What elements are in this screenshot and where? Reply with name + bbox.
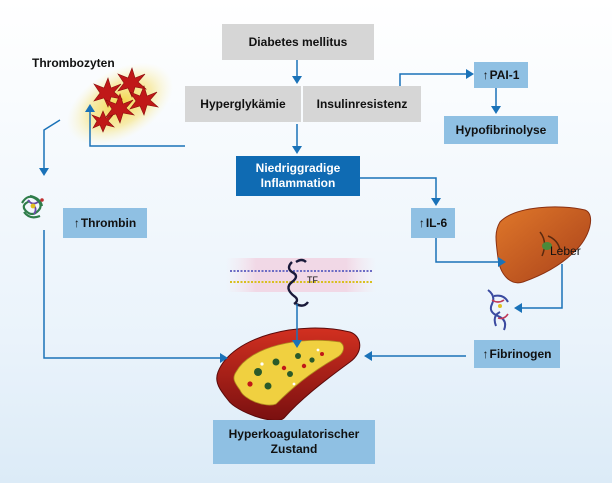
hypofibrinolysis-label: Hypofibrinolyse — [455, 122, 547, 137]
increase-arrow-icon: ↑ — [482, 67, 489, 82]
tissue-factor-illustration — [226, 258, 376, 307]
thrombin-box: ↑Thrombin — [63, 208, 147, 238]
thrombin-protein-illustration — [21, 194, 44, 219]
inflammation-label-line2: Inflammation — [260, 176, 336, 190]
thrombin-label: Thrombin — [80, 215, 137, 230]
hypercoagulable-label-line2: Zustand — [270, 442, 318, 456]
il6-box: ↑IL-6 — [411, 208, 455, 238]
insulin-resistance-box: Insulinresistenz — [303, 86, 421, 122]
inflammation-label-line1: Niedriggradige — [255, 161, 341, 175]
arrow-il6-to-liver — [435, 238, 498, 263]
liver-illustration — [495, 206, 592, 284]
liver-label: Leber — [550, 244, 581, 258]
thrombocytes-label: Thrombozyten — [32, 56, 115, 70]
arrow-liver-to-fibrinogen — [522, 264, 563, 309]
increase-arrow-icon: ↑ — [482, 346, 489, 361]
increase-arrow-icon: ↑ — [418, 215, 425, 230]
pai1-box: ↑PAI-1 — [474, 62, 528, 88]
arrow-hyperglycemia-to-platelets — [89, 112, 185, 147]
arrow-platelets-to-thrombin — [43, 119, 61, 168]
inflammation-box: Niedriggradige Inflammation — [236, 156, 360, 196]
arrow-inflammation-to-il6 — [360, 177, 437, 198]
hypercoagulable-state-box: Hyperkoagulatorischer Zustand — [213, 420, 375, 464]
platelets-illustration — [66, 62, 174, 146]
hyperglycemia-box: Hyperglykämie — [185, 86, 301, 122]
connector-arrows — [43, 60, 563, 359]
fibrinogen-box: ↑Fibrinogen — [474, 340, 560, 368]
fibrinogen-label: Fibrinogen — [489, 346, 552, 361]
fibrinogen-protein-illustration — [487, 289, 509, 331]
hypofibrinolysis-box: Hypofibrinolyse — [444, 116, 558, 144]
diabetes-mellitus-label: Diabetes mellitus — [248, 34, 348, 49]
pai1-label: PAI-1 — [489, 67, 520, 82]
diabetes-mellitus-box: Diabetes mellitus — [222, 24, 374, 60]
increase-arrow-icon: ↑ — [73, 215, 80, 230]
blood-vessel-illustration — [216, 327, 361, 421]
arrow-thrombin-to-vessel — [43, 230, 220, 359]
arrow-insulin-to-pai — [399, 73, 466, 90]
hyperglycemia-label: Hyperglykämie — [200, 96, 286, 111]
arrowheads — [39, 69, 522, 363]
tissue-factor-label: TF — [307, 275, 318, 285]
il6-label: IL-6 — [425, 215, 448, 230]
hypercoagulable-label-line1: Hyperkoagulatorischer — [228, 427, 360, 441]
insulin-resistance-label: Insulinresistenz — [316, 96, 408, 111]
